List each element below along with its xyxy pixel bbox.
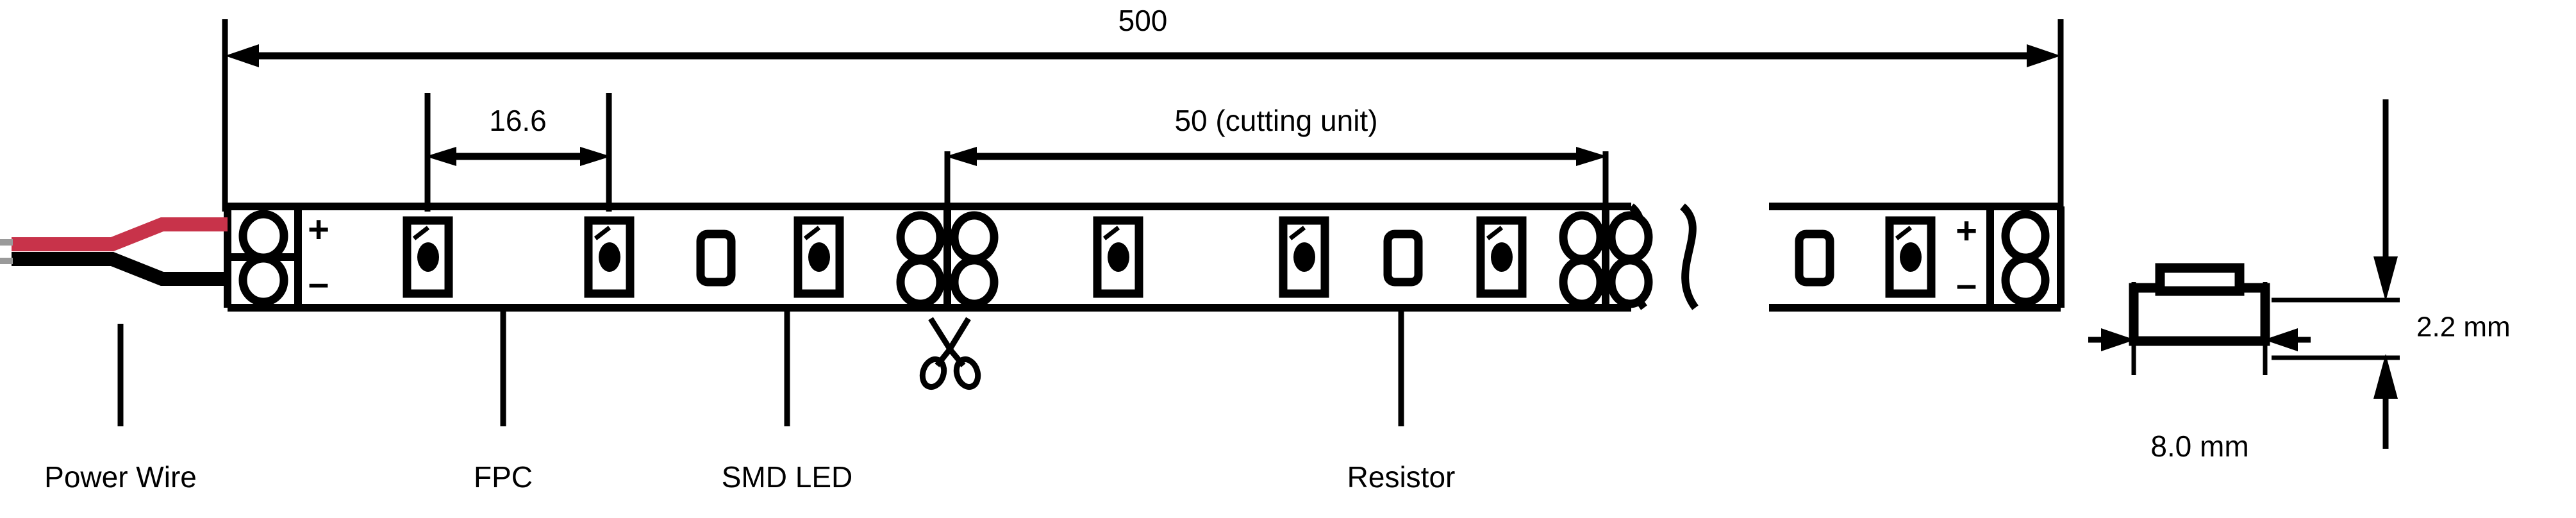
segment-2-components: [1093, 216, 1527, 298]
polarity-plus-left: +: [308, 208, 329, 250]
led-package: [2155, 263, 2245, 296]
terminal-pad-positive: [2001, 210, 2050, 262]
smd-led: [1279, 216, 1329, 298]
dimension-section-height: 2.2 mm: [2272, 99, 2511, 449]
segment-1-components: [403, 216, 844, 298]
polarity-minus-right: –: [1956, 263, 1977, 305]
strip-body: [224, 203, 2065, 312]
cut-pad: [896, 256, 945, 308]
cut-pad: [950, 211, 999, 263]
cut-point: [896, 206, 999, 390]
cut-point: [1559, 206, 1653, 308]
callout-leaders: [117, 308, 1404, 426]
smd-led: [794, 216, 844, 298]
terminal-pad-positive: [238, 210, 288, 262]
smd-led: [584, 216, 635, 298]
arrowhead-left: [426, 147, 456, 166]
callout-fpc-label: FPC: [474, 460, 533, 494]
arrowhead-left: [225, 44, 259, 67]
arrowhead-right: [580, 147, 611, 166]
arrowhead-down: [2373, 256, 2398, 301]
power-wire: [0, 217, 228, 286]
resistor: [1795, 230, 1834, 287]
dimension-cutting-unit: 50 (cutting unit): [944, 104, 1609, 212]
cut-pad: [1607, 211, 1653, 263]
resistor: [1383, 230, 1423, 287]
smd-led: [1093, 216, 1143, 298]
callout-labels: Power Wire FPC SMD LED Resistor: [44, 460, 1455, 494]
resistor: [696, 230, 736, 287]
dimension-value-pitch: 16.6: [489, 104, 547, 137]
dimension-overall-length: 500: [222, 4, 2064, 212]
scissors-icon: [919, 317, 981, 390]
arrowhead-right: [1576, 147, 1608, 166]
segment-tail-components: [1795, 216, 1936, 298]
smd-led: [403, 216, 453, 298]
dimension-value-cutting-unit: 50 (cutting unit): [1174, 104, 1377, 137]
wire-positive: [12, 217, 228, 251]
cut-pad: [896, 211, 945, 263]
callout-resistor-label: Resistor: [1347, 460, 1456, 494]
cross-section-view: 2.2 mm 8.0 mm: [2088, 99, 2511, 463]
cut-pad: [1607, 256, 1653, 308]
polarity-minus-left: –: [308, 262, 329, 304]
wire-negative: [12, 252, 228, 286]
left-terminal: + –: [228, 206, 329, 308]
cut-pad: [1559, 211, 1605, 263]
arrowhead-left-pointing: [2264, 328, 2298, 351]
arrowhead-right-pointing: [2101, 328, 2135, 351]
terminal-pad-negative: [2001, 254, 2050, 306]
arrowhead-up: [2373, 354, 2398, 399]
cut-pad: [1559, 256, 1605, 308]
arrowhead-right: [2027, 44, 2061, 67]
right-terminal: + –: [1956, 206, 2050, 308]
terminal-pad-negative: [238, 254, 288, 306]
dimension-led-pitch: 16.6: [424, 93, 612, 212]
smd-led: [1476, 216, 1527, 298]
polarity-plus-right: +: [1956, 210, 1977, 251]
dimension-value-overall: 500: [1118, 4, 1168, 37]
dimension-value-section-height: 2.2 mm: [2416, 312, 2511, 343]
callout-power-wire-label: Power Wire: [44, 460, 197, 494]
arrowhead-left: [945, 147, 977, 166]
dimension-section-width: 8.0 mm: [2088, 282, 2311, 463]
pcb-base: [2129, 283, 2270, 346]
smd-led: [1885, 216, 1936, 298]
cut-pad: [950, 256, 999, 308]
dimension-value-section-width: 8.0 mm: [2150, 430, 2248, 463]
callout-smd-led-label: SMD LED: [722, 460, 852, 494]
